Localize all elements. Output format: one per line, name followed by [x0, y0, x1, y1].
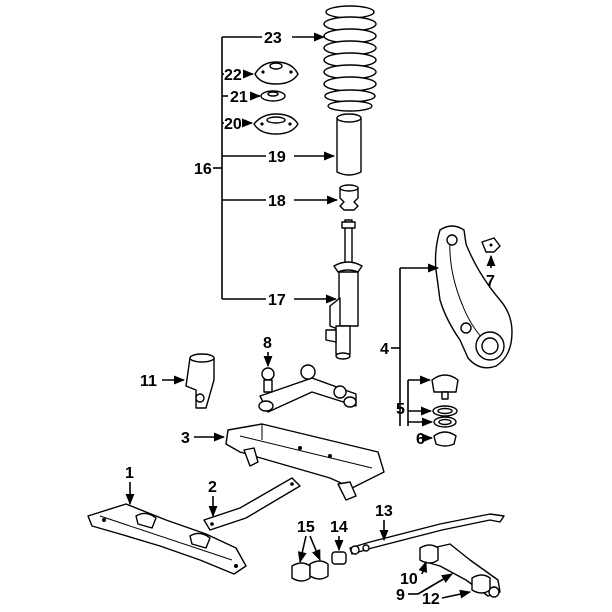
bearing-ring	[260, 90, 286, 102]
callout-22: 22	[224, 67, 242, 84]
callout-labels: 23 22 21 20 19 16 18 17 7 4 8 11 5 6 3 1…	[125, 30, 495, 608]
stabilizer-bushings	[291, 560, 329, 582]
steering-knuckle	[434, 225, 513, 369]
callout-21: 21	[230, 89, 248, 106]
callout-20: 20	[224, 116, 242, 133]
callout-9: 9	[396, 587, 405, 604]
callout-18: 18	[268, 193, 286, 210]
stabilizer-link	[331, 551, 347, 565]
callout-12: 12	[422, 591, 440, 608]
bump-stop	[339, 184, 359, 211]
lower-control-arm	[419, 543, 501, 598]
callout-1: 1	[125, 465, 134, 482]
callout-4: 4	[380, 341, 389, 358]
knuckle-bracket	[481, 237, 501, 253]
callout-11: 11	[140, 373, 157, 390]
front-crossmember	[225, 423, 385, 501]
callout-14: 14	[330, 519, 348, 536]
spring-seat	[253, 113, 299, 135]
callout-6: 6	[416, 431, 425, 448]
callout-19: 19	[268, 149, 286, 166]
callout-2: 2	[208, 479, 217, 496]
callout-13: 13	[375, 503, 393, 520]
subframe	[87, 503, 247, 575]
dust-cover	[433, 431, 457, 447]
coil-spring	[323, 5, 377, 112]
callout-16: 16	[194, 161, 212, 178]
callout-3: 3	[181, 430, 190, 447]
frame-brace	[203, 477, 301, 531]
callout-23: 23	[264, 30, 282, 47]
callout-17: 17	[268, 292, 286, 309]
callout-10: 10	[400, 571, 418, 588]
bracket-16	[213, 37, 223, 299]
callout-8: 8	[263, 335, 272, 352]
strut-assembly	[325, 219, 363, 360]
stabilizer-bar	[349, 513, 505, 555]
callout-7: 7	[486, 273, 495, 290]
dust-boot	[336, 113, 362, 176]
ball-joint	[431, 374, 459, 400]
leader-lines	[125, 32, 496, 599]
boot-ring-upper	[432, 405, 458, 417]
upper-mount	[254, 61, 299, 85]
callout-15: 15	[297, 519, 315, 536]
upper-arm-bracket	[185, 353, 215, 409]
snap-ring	[433, 416, 457, 428]
callout-5: 5	[396, 401, 405, 418]
upper-control-arm	[258, 364, 357, 413]
